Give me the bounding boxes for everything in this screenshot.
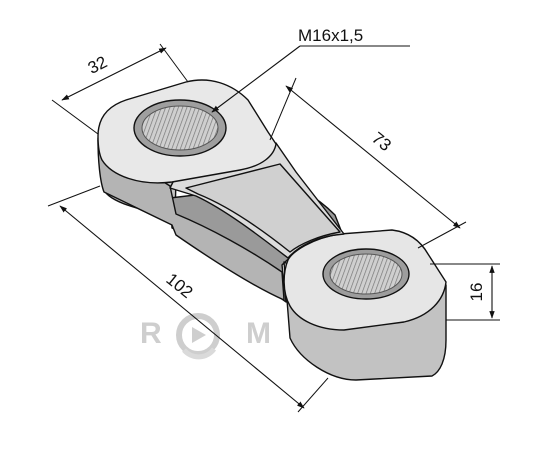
dimension-length-label: 102 [162, 269, 196, 302]
right-thread [329, 253, 403, 295]
watermark-letter-r1: R [140, 317, 162, 350]
dimension-center-distance-label: 73 [368, 128, 395, 155]
left-thread [141, 105, 219, 151]
dimension-thickness-label: 16 [467, 283, 486, 302]
dimension-thickness: 16 [430, 263, 500, 321]
watermark-emblem-icon [176, 313, 220, 360]
watermark-letter-m: M [246, 317, 271, 350]
dimension-thread-label: M16x1,5 [298, 26, 363, 45]
dimension-width-label: 32 [85, 52, 110, 78]
dimension-thread: M16x1,5 [211, 26, 410, 113]
